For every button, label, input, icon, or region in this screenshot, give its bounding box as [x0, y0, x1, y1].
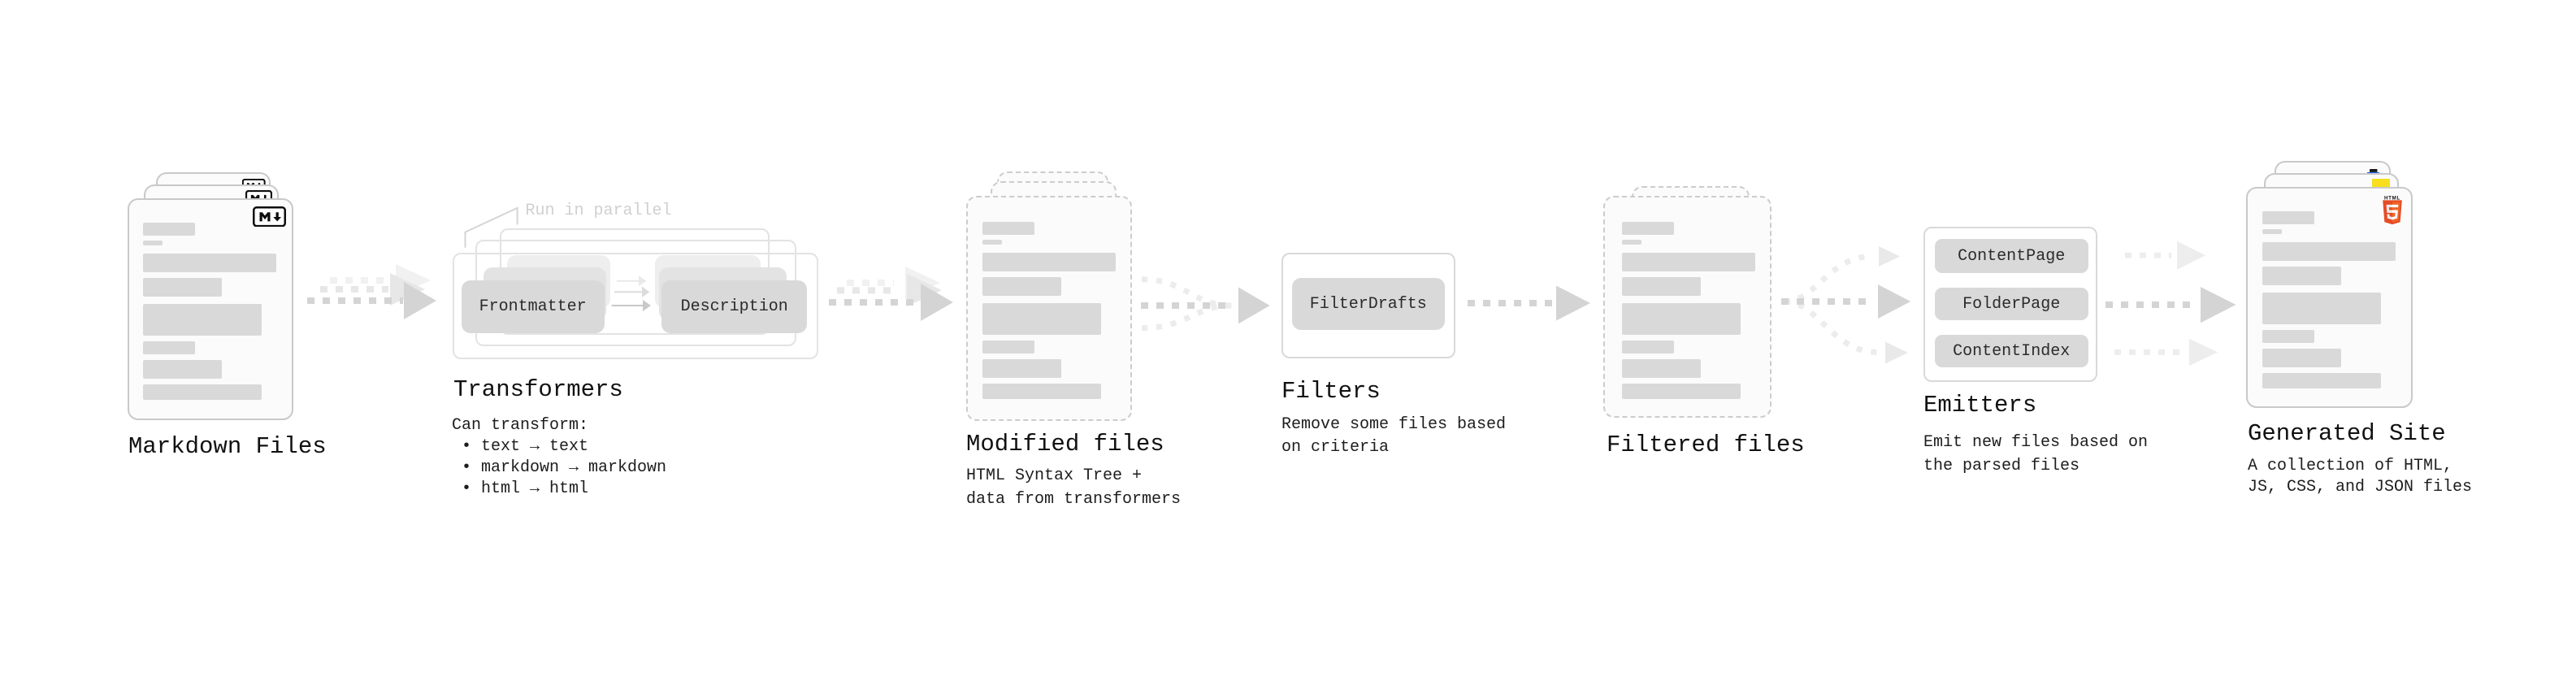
svg-text:HTML: HTML — [2384, 196, 2400, 202]
